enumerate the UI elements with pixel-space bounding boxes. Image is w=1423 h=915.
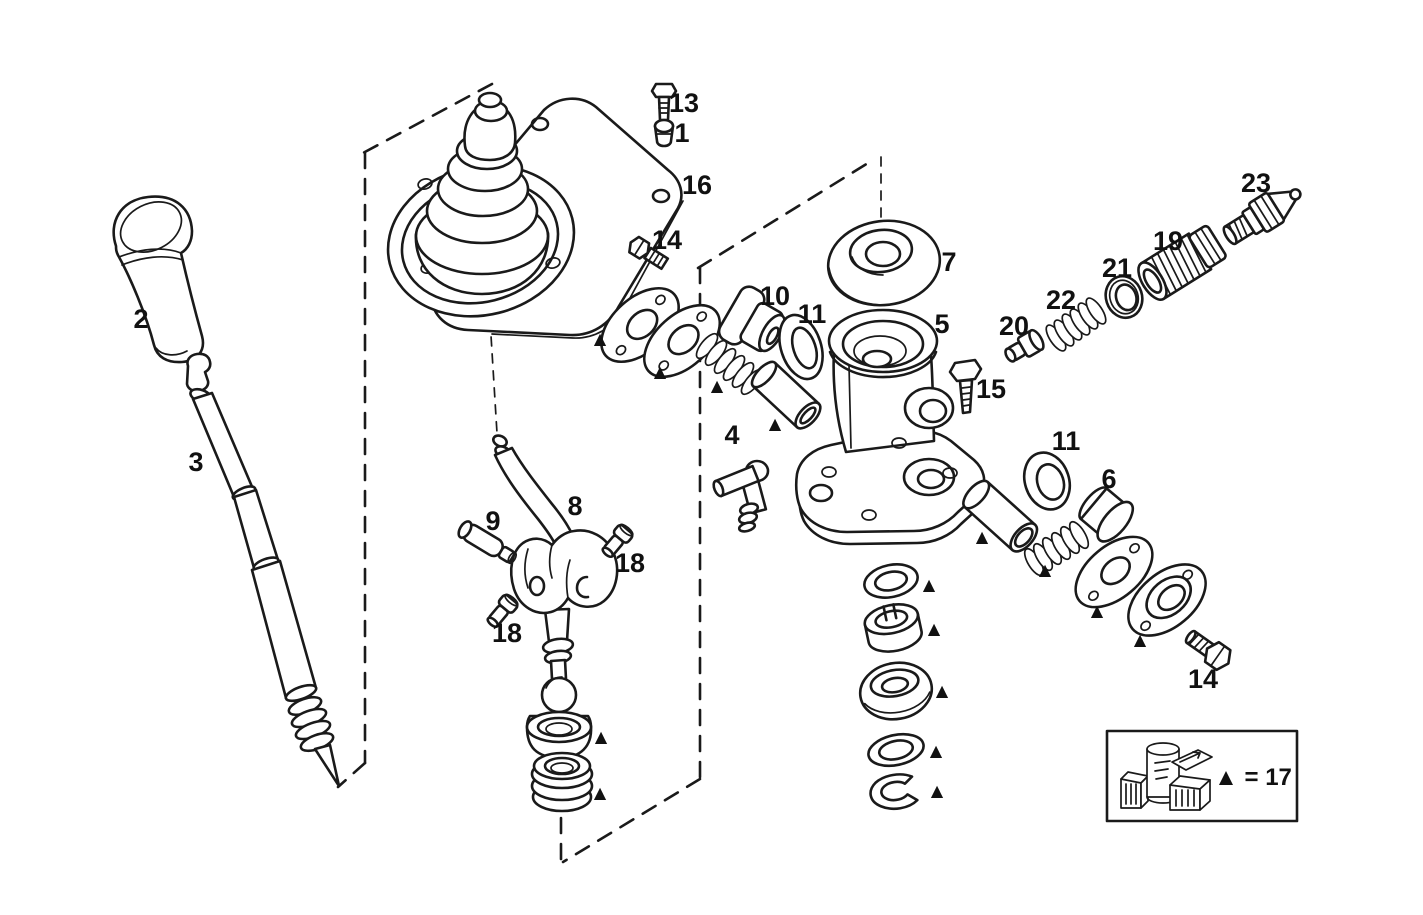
part-label-11-right: 11 [1052,426,1081,456]
part-label-21: 21 [1102,253,1132,283]
kit-marker: ▲ [594,329,607,348]
part-label-18-left: 18 [492,618,522,648]
part-label-11-left: 11 [798,299,827,329]
part-4-elbow-pipe [712,459,770,533]
kit-marker: ▲ [769,414,782,433]
repair-kit-illustration [1120,742,1213,811]
part-label-14-top: 14 [652,225,682,255]
kit-marker: ▲ [1091,601,1104,620]
part-label-4: 4 [724,420,739,450]
part-2-gear-knob [112,195,205,364]
kit-marker: ▲ [928,619,941,638]
spring-right [1023,520,1090,577]
kit-marker: ▲ [1039,560,1052,579]
kit-marker: ▲ [923,575,936,594]
part-14-screw-top [628,235,670,271]
flanged-bushing [1127,563,1207,637]
part-label-14-bottom: 14 [1188,664,1218,694]
part-18-plug-right [601,523,634,559]
part-22-spring [1045,297,1107,352]
part-label-16: 16 [682,170,712,200]
kit-marker: ▲ [931,781,944,800]
part-label-9: 9 [485,506,500,536]
sleeve-left [750,360,822,430]
part-6-cap [1078,486,1135,543]
part-15-screw [948,358,983,415]
kit-marker: ▲ [594,783,607,802]
washer-ring-stack [858,563,934,811]
part-19-threaded-bush [1137,224,1227,301]
kit-marker: ▲ [711,376,724,395]
part-3-lever-rod [185,352,341,788]
part-label-7: 7 [941,247,956,277]
kit-marker: ▲ [1134,630,1147,649]
part-label-22: 22 [1046,285,1076,315]
part-label-2: 2 [133,304,148,334]
part-18-plug-left [486,593,519,629]
part-10-plug [717,285,786,353]
part-label-3: 3 [188,447,203,477]
part-16-boot-plate [386,91,684,339]
part-label-18-right: 18 [615,548,645,578]
part-11-ring-right [1022,451,1072,511]
legend-text: ▲ = 17 [1214,764,1292,791]
kit-marker: ▲ [930,741,943,760]
kit-marker: ▲ [595,727,608,746]
part-9-pin [457,520,518,565]
part-callouts: 2 3 13 1 16 14 10 11 7 5 4 15 20 22 21 1… [133,88,1271,694]
part-label-10: 10 [760,281,790,311]
lever-saddle [510,529,619,615]
part-21-seal-ring [1104,274,1144,320]
part-label-15: 15 [976,374,1006,404]
kit-marker: ▲ [654,362,667,381]
part-label-6: 6 [1101,464,1116,494]
part-23-detent-plug [1222,188,1302,246]
part-label-23: 23 [1241,168,1271,198]
part-14-screw-bottom [1184,629,1232,672]
legend: ▲ = 17 [1105,729,1299,823]
part-label-19: 19 [1153,226,1183,256]
part-label-5: 5 [934,309,949,339]
part-label-13: 13 [669,88,699,118]
gasket-seal-right [1074,535,1154,609]
part-8-lower-lever [492,434,619,714]
part-7-cover [826,219,942,307]
kit-marker: ▲ [936,681,949,700]
part-11-ring-left [778,313,824,381]
part-5-housing [794,308,989,546]
part-1-cap-nut [653,118,675,148]
kit-marker: ▲ [976,527,989,546]
part-label-8: 8 [567,491,582,521]
sleeve-right [962,479,1039,553]
kit-markers: ▲ ▲ ▲ ▲ ▲ ▲ ▲ ▲ ▲ ▲ ▲ ▲ ▲ ▲ ▲ [594,329,1147,802]
part-label-1: 1 [674,118,689,148]
boot-cup-seal [525,710,593,760]
boot-bushing [530,751,594,813]
part-20-plug [1004,328,1045,363]
part-label-20: 20 [999,311,1029,341]
